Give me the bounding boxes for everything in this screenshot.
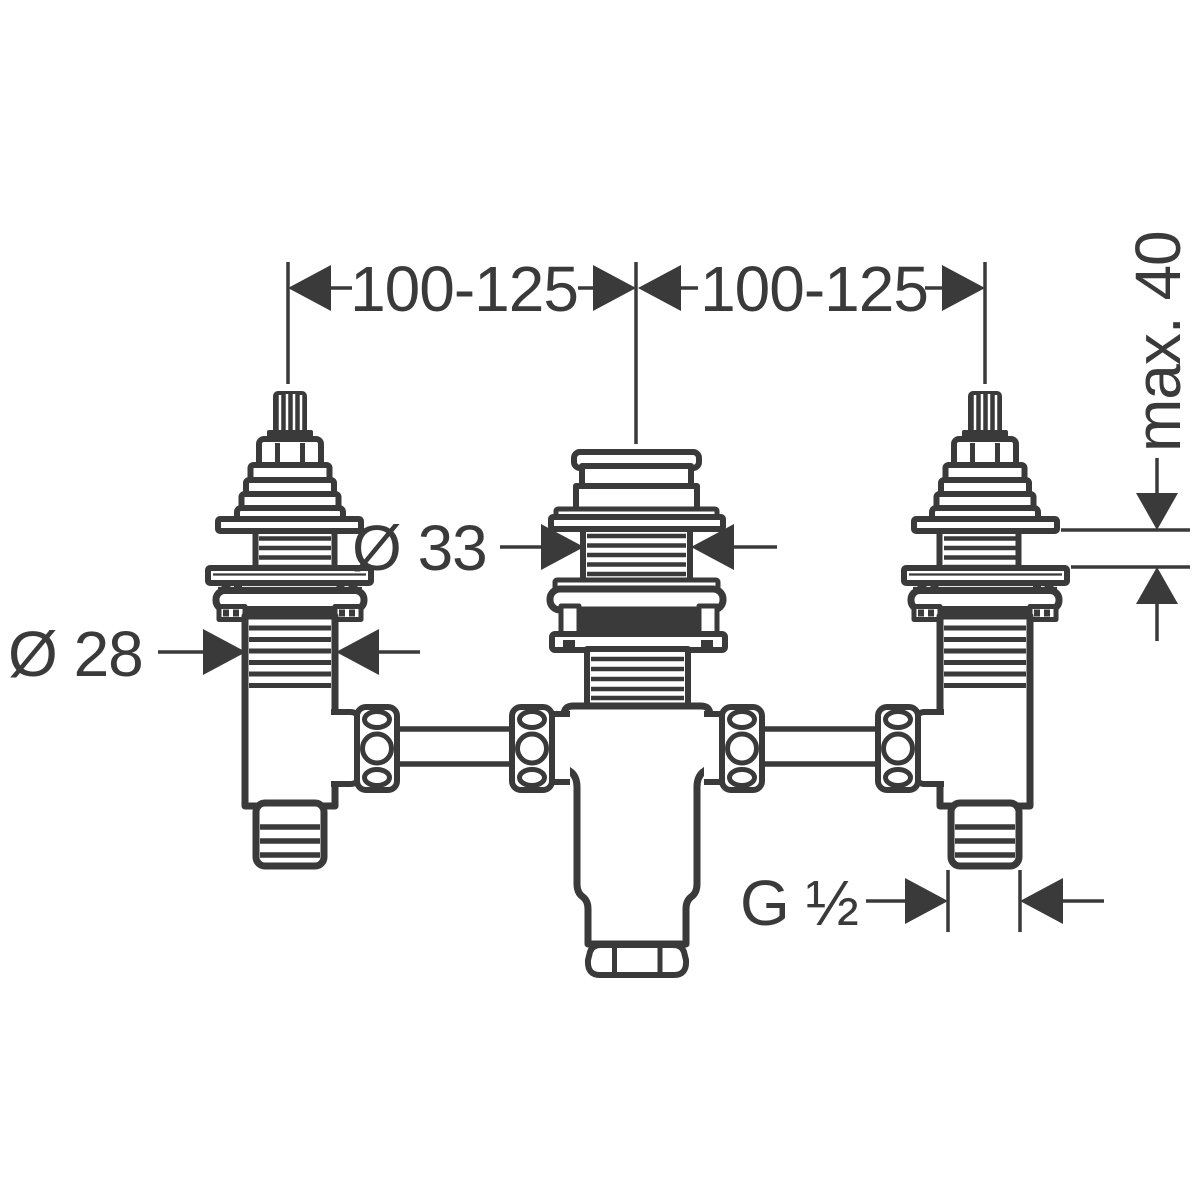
shank-body bbox=[936, 612, 1034, 810]
arrow-right-icon bbox=[203, 629, 246, 675]
upper-thread-lines bbox=[944, 536, 1016, 570]
union-nut-1 bbox=[354, 704, 400, 793]
clip-left bbox=[911, 604, 943, 622]
dim-label-span-right: 100-125 bbox=[700, 253, 928, 325]
bottom-tip bbox=[252, 799, 328, 870]
dim-label-span-left: 100-125 bbox=[350, 253, 578, 325]
shank-thread-lines bbox=[944, 625, 1026, 688]
spindle-splines bbox=[973, 394, 998, 431]
top-flange bbox=[215, 516, 364, 534]
flange-top bbox=[548, 514, 726, 532]
clip-right bbox=[1027, 604, 1059, 622]
upper-thread-lines bbox=[587, 533, 686, 577]
clip-right bbox=[332, 604, 364, 622]
hex-nut-facets bbox=[970, 443, 1000, 464]
side-port bbox=[331, 709, 361, 787]
arrow-up-icon bbox=[1136, 567, 1178, 604]
dim-diameter-28: Ø 28 bbox=[8, 618, 420, 690]
arrow-left-icon bbox=[1020, 878, 1063, 924]
dim-max-depth: max. 40 bbox=[1061, 231, 1194, 641]
arrow-left-icon bbox=[691, 524, 734, 570]
dim-label-diameter-33: Ø 33 bbox=[352, 512, 487, 584]
arrow-right-icon bbox=[942, 265, 985, 311]
mounting-nut bbox=[212, 587, 368, 613]
arrow-right-icon bbox=[541, 524, 584, 570]
base-plate-notch-right bbox=[701, 640, 713, 650]
arrow-left-icon bbox=[288, 265, 331, 311]
clip-left bbox=[216, 604, 248, 622]
center-valve bbox=[542, 449, 732, 978]
upper-thread-lines bbox=[259, 536, 331, 570]
bottom-tip-threads bbox=[260, 824, 320, 858]
bottom-tip-threads bbox=[955, 824, 1015, 858]
side-port bbox=[914, 709, 944, 787]
dim-label-max-depth: max. 40 bbox=[1122, 231, 1194, 452]
connecting-pipe-left bbox=[397, 726, 514, 767]
spindle-splines bbox=[278, 394, 303, 431]
arrow-left-icon bbox=[336, 629, 379, 675]
extension-lines bbox=[286, 262, 987, 444]
dim-label-thread-size: G ½ bbox=[740, 867, 858, 939]
shank-body bbox=[241, 612, 339, 810]
dim-thread-size: G ½ bbox=[740, 867, 1104, 939]
neck-thread-lines bbox=[591, 656, 684, 701]
arrow-mid-left-icon bbox=[638, 265, 681, 311]
shank-thread-lines bbox=[249, 625, 331, 688]
extension-lines bbox=[946, 870, 1022, 932]
union-nut-3 bbox=[719, 704, 765, 793]
arrow-down-icon bbox=[1136, 493, 1178, 530]
dim-label-diameter-28: Ø 28 bbox=[8, 618, 143, 690]
bottom-hex bbox=[584, 942, 690, 978]
dim-top-spans: 100-125 100-125 bbox=[286, 253, 987, 444]
union-nut-2 bbox=[509, 704, 555, 793]
hex-nut-facets bbox=[275, 443, 305, 464]
union-nut-4 bbox=[875, 704, 921, 793]
mounting-nut bbox=[907, 587, 1063, 613]
right-valve bbox=[901, 391, 1070, 870]
spindle bbox=[968, 391, 1002, 436]
spindle bbox=[273, 391, 307, 436]
bottom-hex-facets bbox=[612, 948, 663, 972]
gap-band bbox=[578, 607, 699, 633]
connecting-pipe-right bbox=[760, 726, 880, 767]
dim-diameter-33: Ø 33 bbox=[352, 512, 777, 584]
arrow-right-icon bbox=[905, 878, 948, 924]
bottom-tip bbox=[947, 799, 1023, 870]
arrow-mid-right-icon bbox=[593, 265, 636, 311]
body bbox=[560, 702, 714, 948]
base-plate-notch-left bbox=[563, 640, 575, 650]
left-valve bbox=[205, 391, 374, 870]
top-flange bbox=[911, 516, 1060, 534]
